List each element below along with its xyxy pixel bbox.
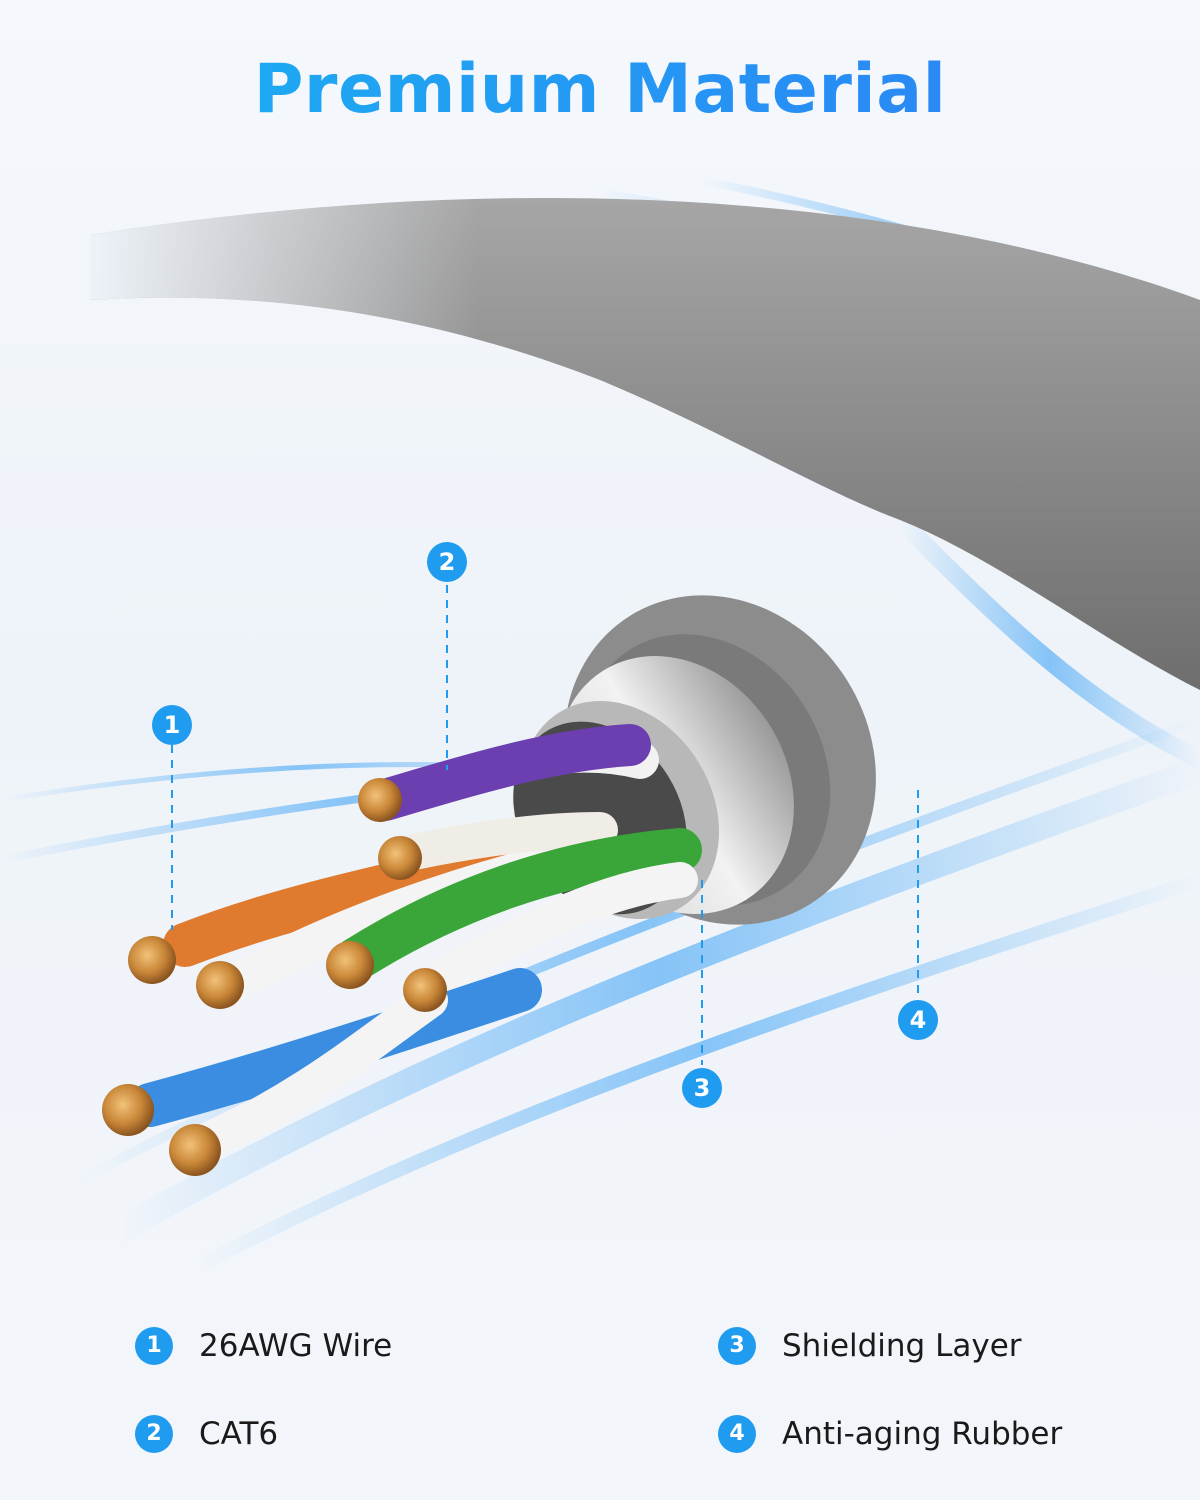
legend-label-3: Shielding Layer <box>782 1328 1022 1364</box>
callout-lines <box>171 585 919 1065</box>
legend-item-1: 1 26AWG Wire <box>135 1324 392 1368</box>
legend-label-4: Anti-aging Rubber <box>782 1416 1063 1452</box>
legend-number-3: 3 <box>718 1327 756 1365</box>
legend-number-1: 1 <box>135 1327 173 1365</box>
copper-conductors <box>102 778 447 1176</box>
legend: 1 26AWG Wire 2 CAT6 3 Shielding Layer 4 … <box>0 1318 1200 1468</box>
legend-label-1: 26AWG Wire <box>199 1328 393 1364</box>
legend-item-3: 3 Shielding Layer <box>718 1324 1022 1368</box>
cable-cross-section-illustration <box>0 176 1200 1270</box>
marker-3: 3 <box>682 1068 722 1108</box>
marker-2: 2 <box>427 542 467 582</box>
marker-4: 4 <box>898 1000 938 1040</box>
marker-1: 1 <box>152 705 192 745</box>
legend-label-2: CAT6 <box>199 1416 279 1452</box>
legend-number-2: 2 <box>135 1415 173 1453</box>
legend-item-2: 2 CAT6 <box>135 1412 278 1456</box>
page-title: Premium Material <box>0 50 1200 129</box>
legend-item-4: 4 Anti-aging Rubber <box>718 1412 1062 1456</box>
twisted-pairs <box>128 724 702 1163</box>
legend-number-4: 4 <box>718 1415 756 1453</box>
